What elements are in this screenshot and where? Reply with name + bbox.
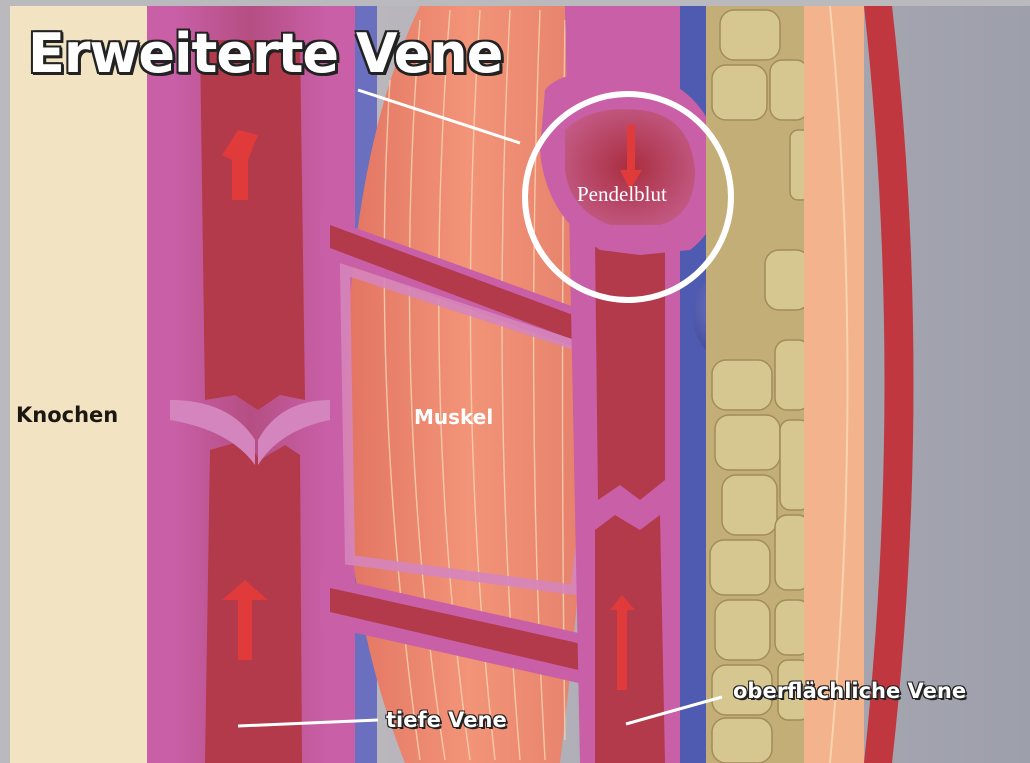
muscle-label: Muskel — [414, 405, 493, 429]
diagram-title: Erweiterte Vene — [28, 22, 502, 85]
superficial-vein-blood-upper — [595, 240, 665, 500]
skin-dermis — [804, 6, 864, 763]
deep-vein-label: tiefe Vene — [386, 708, 507, 732]
bone-label: Knochen — [16, 403, 118, 427]
pendulum-blood-label: Pendelblut — [577, 182, 667, 207]
bone — [10, 6, 147, 763]
deep-vein-blood-lower — [205, 440, 302, 763]
deep-vein-blood-upper — [200, 40, 305, 410]
superficial-vein-blood-lower — [595, 515, 665, 763]
superficial-vein-label: oberflächliche Vene — [733, 679, 966, 703]
